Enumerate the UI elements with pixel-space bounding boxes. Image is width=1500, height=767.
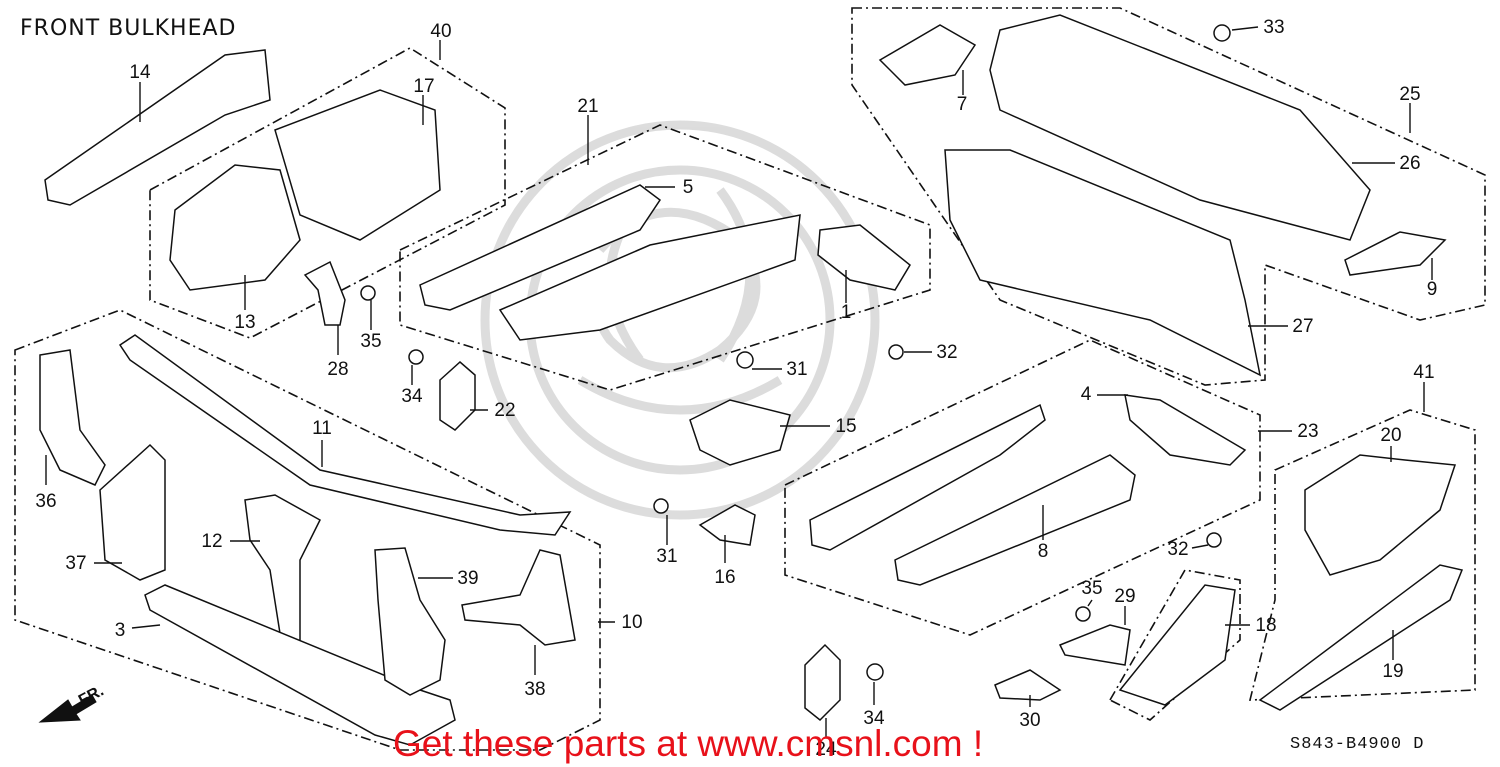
callout-32: 32 bbox=[936, 342, 957, 363]
callout-39: 39 bbox=[457, 568, 478, 589]
part-37-side-support bbox=[99, 443, 166, 581]
callout-31: 31 bbox=[786, 359, 807, 380]
bolt-32-upper bbox=[888, 344, 904, 360]
callout-11: 11 bbox=[312, 418, 332, 439]
bolt-34-lower bbox=[866, 663, 884, 681]
bolt-32-lower bbox=[1206, 532, 1222, 548]
group-outline-21 bbox=[399, 124, 931, 391]
callout-35-lower: 35 bbox=[1081, 578, 1102, 599]
callout-30: 30 bbox=[1019, 710, 1040, 731]
part-14-upper-frame bbox=[44, 49, 271, 206]
part-24-plate bbox=[804, 643, 841, 722]
part-39-side-plate bbox=[374, 547, 446, 696]
part-20-wheelhouse-right bbox=[1304, 454, 1457, 576]
diagram-title: FRONT BULKHEAD bbox=[20, 16, 237, 41]
part-3-lower-crossmember bbox=[144, 584, 456, 746]
part-9-bracket bbox=[1344, 231, 1447, 276]
callout-34-lower: 34 bbox=[863, 708, 885, 729]
callout-18: 18 bbox=[1255, 615, 1276, 636]
leader-32b bbox=[1191, 544, 1209, 549]
part-8-lower-rail bbox=[894, 454, 1136, 586]
callout-40: 40 bbox=[430, 21, 451, 42]
callout-27: 27 bbox=[1292, 316, 1313, 337]
group-outline-25 bbox=[851, 7, 1486, 386]
part-5-upper-rail bbox=[419, 184, 662, 311]
callout-33: 33 bbox=[1263, 17, 1284, 38]
callout-20: 20 bbox=[1380, 425, 1401, 446]
leader-33 bbox=[1231, 26, 1259, 31]
group-outline-23 bbox=[784, 339, 1261, 636]
callout-13: 13 bbox=[234, 312, 255, 333]
part-21-side-frame bbox=[498, 214, 801, 341]
callout-35: 35 bbox=[360, 331, 381, 352]
callout-34: 34 bbox=[401, 386, 423, 407]
part-19-frame-extension bbox=[1258, 564, 1464, 711]
callout-3: 3 bbox=[115, 620, 126, 641]
leader-35b bbox=[1087, 599, 1093, 607]
group-outline-40 bbox=[149, 47, 506, 339]
part-15-hood-lock bbox=[689, 399, 791, 466]
bolt-31-upper bbox=[736, 351, 754, 369]
bolt-34-upper bbox=[408, 349, 424, 365]
group-outline-18 bbox=[1108, 569, 1241, 721]
callout-37: 37 bbox=[65, 553, 86, 574]
bolt-33 bbox=[1213, 24, 1231, 42]
callout-7: 7 bbox=[957, 94, 968, 115]
callout-36: 36 bbox=[35, 491, 56, 512]
callout-29: 29 bbox=[1114, 586, 1135, 607]
part-25-dashboard-upper bbox=[989, 14, 1371, 241]
callout-21: 21 bbox=[577, 96, 598, 117]
part-38-bracket bbox=[461, 549, 576, 646]
callout-4: 4 bbox=[1081, 384, 1092, 405]
part-23-side-frame-right bbox=[809, 403, 1046, 551]
bolt-35-lower bbox=[1075, 606, 1091, 622]
group-outline-41 bbox=[1248, 409, 1476, 701]
part-27-dashboard-lower bbox=[944, 149, 1262, 377]
front-direction-arrow: FR. bbox=[38, 682, 107, 723]
callout-22: 22 bbox=[494, 400, 515, 421]
callout-8: 8 bbox=[1038, 541, 1049, 562]
part-16-bracket bbox=[698, 504, 756, 546]
callout-19: 19 bbox=[1382, 661, 1403, 682]
group-outline-10 bbox=[14, 309, 601, 751]
callout-38: 38 bbox=[524, 679, 545, 700]
callout-9: 9 bbox=[1427, 279, 1438, 300]
bolt-31-lower bbox=[653, 498, 669, 514]
callout-12: 12 bbox=[201, 531, 222, 552]
callout-1: 1 bbox=[841, 302, 852, 323]
callout-16: 16 bbox=[714, 567, 735, 588]
promo-link-text[interactable]: Get these parts at www.cmsnl.com ! bbox=[393, 723, 984, 764]
callout-41: 41 bbox=[1413, 362, 1434, 383]
part-7-bracket bbox=[878, 24, 977, 86]
callout-23: 23 bbox=[1297, 421, 1318, 442]
part-1-bracket bbox=[817, 224, 911, 291]
leader-3 bbox=[131, 624, 161, 629]
callout-14: 14 bbox=[129, 62, 151, 83]
bolt-35-upper bbox=[360, 285, 376, 301]
part-22-plate bbox=[439, 360, 476, 431]
part-17-damper-housing bbox=[274, 89, 441, 241]
callout-5: 5 bbox=[683, 177, 694, 198]
callout-32-lower: 32 bbox=[1167, 539, 1188, 560]
part-30-bracket bbox=[994, 669, 1062, 701]
part-36-gusset bbox=[39, 349, 106, 486]
part-13-wheelhouse-left bbox=[169, 164, 301, 291]
part-29-bracket bbox=[1058, 624, 1131, 666]
callout-31-lower: 31 bbox=[656, 546, 677, 567]
callout-10: 10 bbox=[621, 612, 642, 633]
callout-26: 26 bbox=[1399, 153, 1420, 174]
part-18-damper-support bbox=[1118, 584, 1236, 706]
callout-15: 15 bbox=[835, 416, 856, 437]
drawing-code: S843-B4900 D bbox=[1290, 735, 1425, 754]
callout-25: 25 bbox=[1399, 84, 1420, 105]
part-11-upper-crossmember bbox=[118, 334, 572, 536]
part-28-stay bbox=[303, 260, 346, 326]
part-4-bracket bbox=[1124, 394, 1247, 466]
callout-24: 24 bbox=[815, 739, 837, 760]
callout-28: 28 bbox=[327, 359, 348, 380]
callout-17: 17 bbox=[413, 76, 434, 97]
